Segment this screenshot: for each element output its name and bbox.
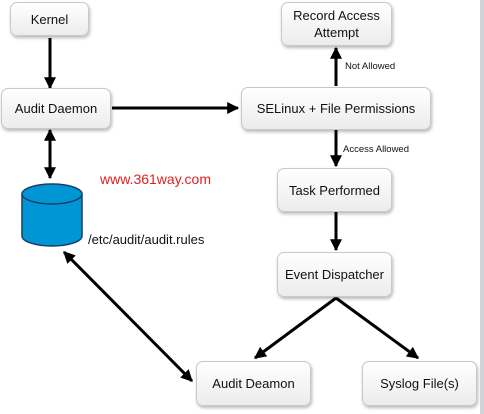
node-audit-deamon-label: Audit Deamon — [212, 376, 295, 391]
node-audit-daemon-label: Audit Daemon — [14, 101, 98, 116]
node-event-dispatcher-label: Event Dispatcher — [285, 267, 384, 282]
node-kernel: Kernel — [10, 2, 89, 36]
arrow-dispatcher-to-syslog — [335, 296, 419, 360]
node-record-access-attempt-label: Record Access Attempt — [293, 8, 380, 40]
node-selinux-file-permissions-label: SELinux + File Permissions — [256, 101, 416, 116]
node-task-performed: Task Performed — [277, 168, 392, 212]
node-kernel-label: Kernel — [30, 11, 69, 27]
node-selinux-file-permissions: SELinux + File Permissions — [241, 87, 431, 130]
database-icon — [21, 183, 83, 247]
rules-file-label: /etc/audit/audit.rules — [88, 232, 205, 247]
arrow-database-audit-deamon — [62, 250, 194, 383]
arrow-dispatcher-to-audit-deamon — [254, 296, 337, 360]
node-audit-daemon: Audit Daemon — [1, 88, 111, 129]
node-record-access-attempt: Record Access Attempt — [281, 2, 392, 46]
right-edge-strip — [480, 0, 484, 414]
edge-label-access-allowed: Access Allowed — [343, 144, 410, 155]
node-event-dispatcher: Event Dispatcher — [277, 252, 392, 297]
node-syslog-files-label: Syslog File(s) — [380, 376, 459, 391]
watermark-text: www.361way.com — [100, 171, 212, 187]
node-syslog-files: Syslog File(s) — [362, 361, 477, 406]
edge-label-not-allowed: Not Allowed — [345, 61, 396, 72]
node-audit-deamon: Audit Deamon — [196, 361, 311, 406]
node-task-performed-label: Task Performed — [288, 182, 381, 198]
